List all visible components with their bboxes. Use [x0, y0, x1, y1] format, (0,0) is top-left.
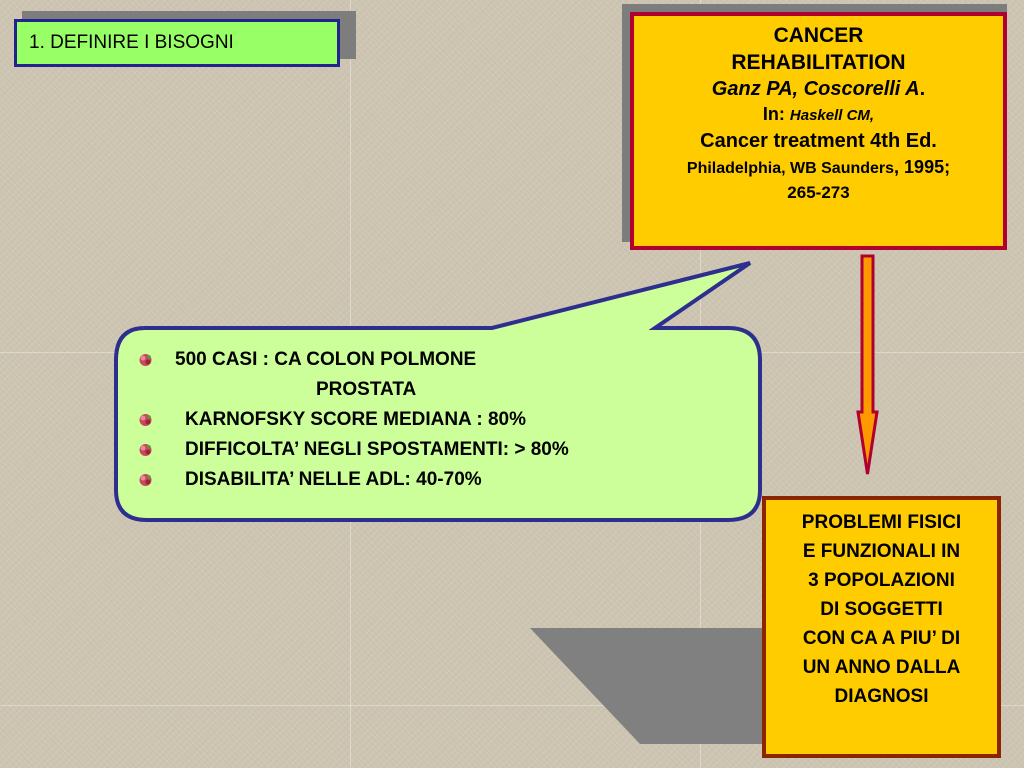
reference-title-line2: REHABILITATION [731, 51, 906, 74]
problems-line: UN ANNO DALLA [802, 657, 961, 678]
bullet-item: DISABILITA’ NELLE ADL: 40-70% [138, 465, 738, 495]
bullet-item: 500 CASI : CA COLON POLMONE [138, 345, 738, 375]
reference-pages: 265-273 [787, 183, 850, 202]
bullet-item: KARNOFSKY SCORE MEDIANA : 80% [138, 405, 738, 435]
reference-publisher-line: Philadelphia, WB Saunders, 1995; [634, 155, 1003, 181]
reference-authors-end: . [919, 78, 926, 100]
reference-editor: Haskell CM, [789, 107, 875, 124]
problems-line: CON CA A PIU’ DI [802, 628, 961, 649]
problems-line: DIAGNOSI [834, 686, 929, 707]
bullet-text: PROSTATA [316, 379, 417, 400]
problems-line: PROBLEMI FISICI [801, 512, 962, 533]
reference-year: , 1995; [894, 157, 951, 177]
problems-line: E FUNZIONALI IN [802, 541, 961, 562]
bullet-text: 500 CASI : CA COLON POLMONE [175, 349, 477, 370]
flower-bullet-icon [139, 444, 152, 456]
bullet-text: KARNOFSKY SCORE MEDIANA : 80% [185, 409, 526, 430]
flower-bullet-icon [139, 354, 152, 366]
bullet-text: DIFFICOLTA’ NEGLI SPOSTAMENTI: > 80% [185, 439, 569, 460]
problems-box: PROBLEMI FISICI E FUNZIONALI IN 3 POPOLA… [762, 496, 1001, 758]
flower-bullet-icon [139, 474, 152, 486]
title-box: 1. DEFINIRE I BISOGNI [14, 19, 340, 67]
bullet-text: DISABILITA’ NELLE ADL: 40-70% [185, 469, 482, 490]
reference-book: Cancer treatment 4th Ed. [700, 130, 937, 152]
bullet-list: 500 CASI : CA COLON POLMONE PROSTATA KAR… [138, 345, 738, 495]
page-title: 1. DEFINIRE I BISOGNI [29, 32, 234, 53]
bullet-item: DIFFICOLTA’ NEGLI SPOSTAMENTI: > 80% [138, 435, 738, 465]
reference-in-label: In: [762, 104, 790, 124]
background-seam [0, 705, 1024, 706]
problems-line: DI SOGGETTI [820, 599, 943, 620]
flower-bullet-icon [139, 414, 152, 426]
reference-box: CANCER REHABILITATION Ganz PA, Coscorell… [630, 12, 1007, 250]
reference-in-line: In: Haskell CM, [634, 102, 1003, 128]
reference-authors: Ganz PA, Coscorelli A [711, 78, 920, 100]
reference-title-line1: CANCER [773, 24, 864, 47]
bullet-continuation: PROSTATA [138, 375, 738, 405]
reference-authors-line: Ganz PA, Coscorelli A. [634, 76, 1003, 102]
problems-line: 3 POPOLAZIONI [808, 570, 955, 591]
reference-publisher: Philadelphia, WB Saunders [686, 160, 895, 177]
